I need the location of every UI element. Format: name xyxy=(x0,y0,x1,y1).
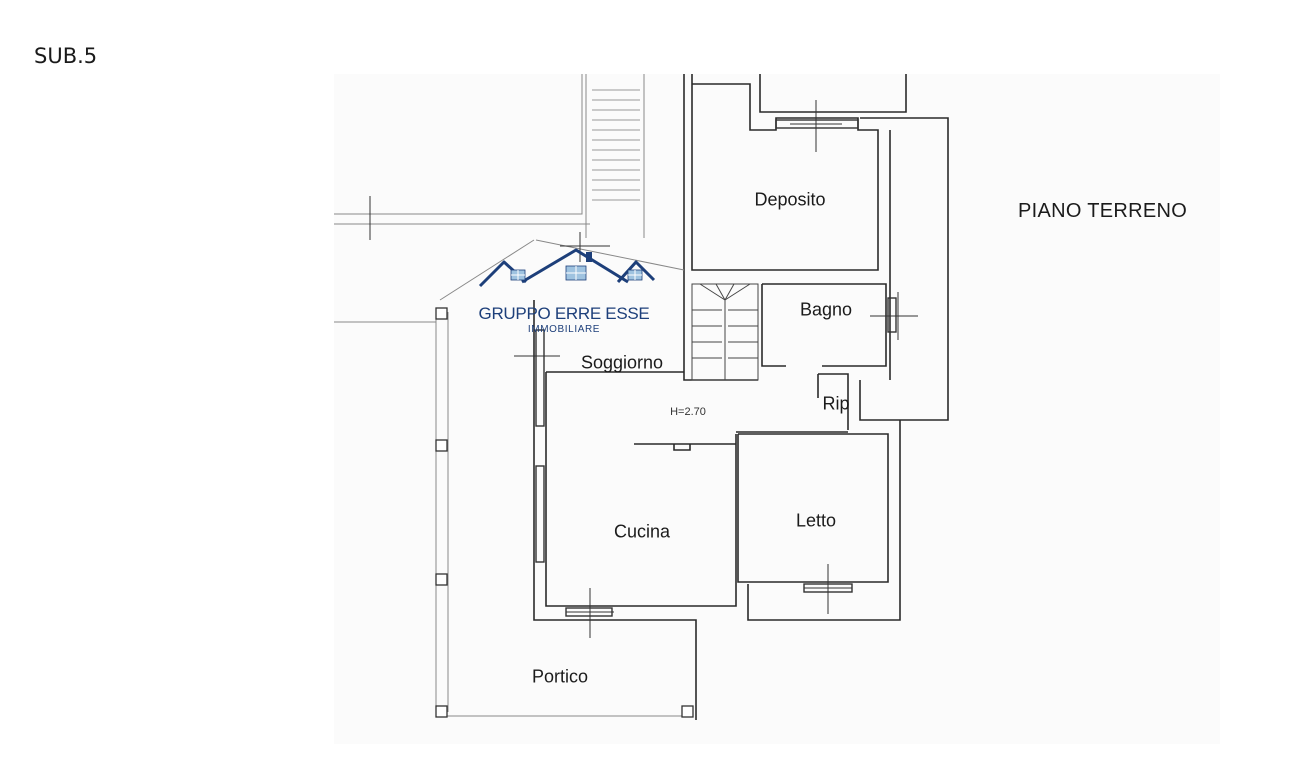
room-label-soggiorno: Soggiorno xyxy=(580,352,664,373)
interior-stairs xyxy=(691,283,759,381)
logo-houses-icon xyxy=(478,248,656,288)
ceiling-height-note: H=2.70 xyxy=(670,406,706,418)
room-label-deposito: Deposito xyxy=(754,189,826,210)
floor-title: PIANO TERRENO xyxy=(1018,200,1188,222)
room-label-bagno: Bagno xyxy=(799,299,853,320)
letto-walls xyxy=(737,433,889,583)
living-left-wall xyxy=(533,300,697,720)
deposito-walls xyxy=(691,74,879,271)
terrace-edge xyxy=(535,239,685,271)
upper-wall xyxy=(759,74,907,113)
room-label-portico: Portico xyxy=(531,666,589,687)
room-label-cucina: Cucina xyxy=(613,521,671,542)
logo-name: GRUPPO ERRE ESSE xyxy=(478,304,650,323)
sub-label: SUB.5 xyxy=(34,44,98,68)
outer-right-lower xyxy=(747,420,901,621)
terrace-diagonal xyxy=(439,239,535,301)
drawing-area xyxy=(334,74,1220,744)
upper-terrace xyxy=(334,74,583,215)
right-wall xyxy=(859,117,949,421)
cucina-walls xyxy=(545,372,737,607)
partition-notch xyxy=(673,444,691,451)
room-label-letto: Letto xyxy=(795,510,837,531)
logo-subtitle: IMMOBILIARE xyxy=(527,324,601,335)
rip-walls xyxy=(817,373,849,430)
bagno-walls xyxy=(761,283,887,367)
watermark-logo: GRUPPO ERRE ESSE IMMOBILIARE xyxy=(478,246,678,338)
room-label-rip: Rip xyxy=(822,393,850,414)
